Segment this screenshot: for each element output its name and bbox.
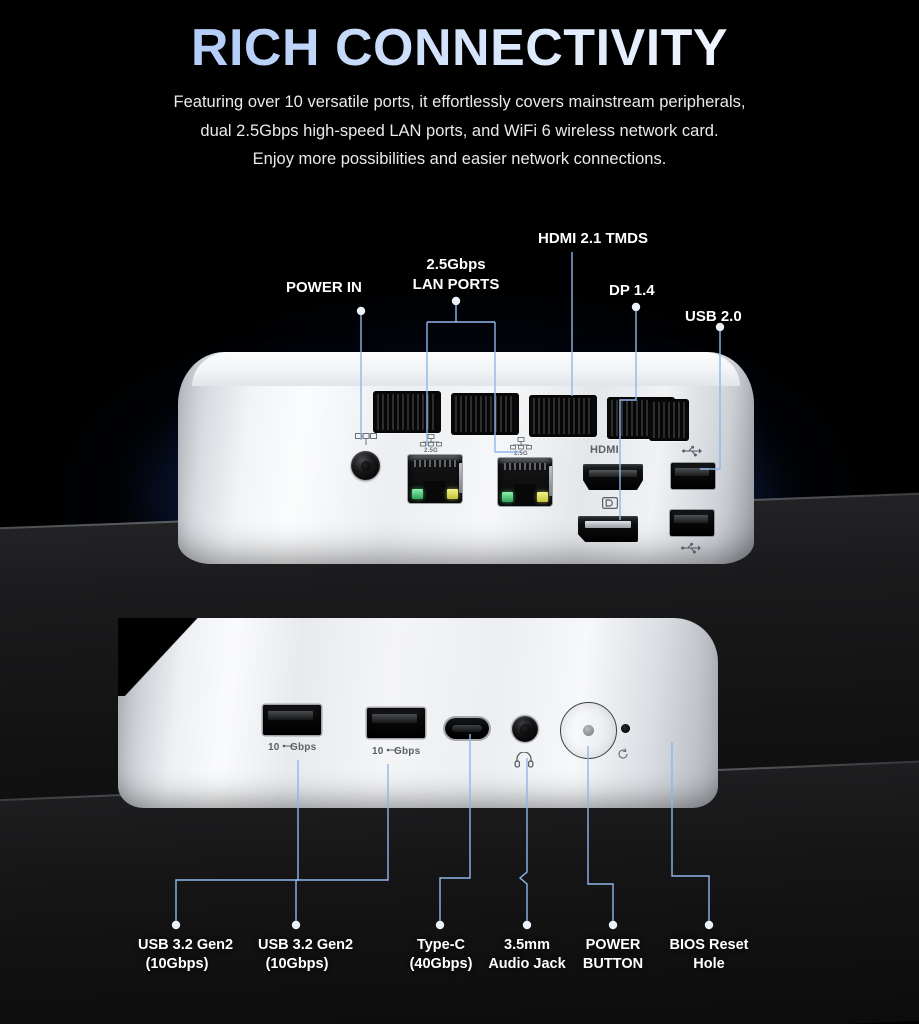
leader-dot-audio [522, 920, 532, 930]
type-c-port[interactable] [445, 718, 489, 739]
displayport-port[interactable] [578, 516, 638, 542]
displayport-logo-icon [602, 497, 618, 509]
subtitle-line-3: Enjoy more possibilities and easier netw… [252, 149, 667, 168]
callout-power-in: POWER IN [286, 278, 362, 298]
vent-grille-5 [649, 399, 689, 441]
page-subtitle: Featuring over 10 versatile ports, it ef… [0, 88, 919, 173]
callout-audio-line-1: 3.5mm [504, 937, 550, 953]
usb-3-2-port-2[interactable] [367, 708, 425, 738]
callout-power-button-line-1: POWER [585, 937, 641, 953]
callout-typec: Type-C (40Gbps) [402, 936, 480, 974]
usb-trident-icon-bottom [681, 542, 701, 554]
svg-text:10: 10 [372, 746, 384, 756]
svg-text:Gbps: Gbps [290, 742, 317, 752]
callout-bios-line-1: BIOS Reset [669, 937, 749, 953]
leader-dot-power-in [356, 306, 366, 316]
usb-2-0-port-top[interactable] [671, 463, 715, 489]
usb-3-2-port-1-mark: 10 Gbps [268, 740, 320, 752]
dc-power-jack[interactable] [351, 451, 380, 480]
callout-usb32-2: USB 3.2 Gen2 (10Gbps) [258, 936, 354, 974]
callout-audio: 3.5mm Audio Jack [488, 936, 566, 974]
front-unit-bevel [118, 618, 238, 696]
mini-pc-rear-unit: 2.5G 2.5G HDMI [178, 352, 754, 580]
svg-text:10: 10 [268, 742, 280, 752]
callout-audio-line-2: Audio Jack [488, 955, 566, 972]
callout-usb32-1-line-2: (10Gbps) [145, 955, 209, 972]
header: RICH CONNECTIVITY Featuring over 10 vers… [0, 0, 919, 173]
page-title: RICH CONNECTIVITY [0, 0, 919, 76]
callout-power-button: POWER BUTTON [574, 936, 652, 974]
leader-dot-usb32-2 [291, 920, 301, 930]
callout-power-button-line-2: BUTTON [582, 955, 644, 972]
callout-usb20-line-1: USB 2.0 [685, 308, 742, 325]
lan-port-2[interactable] [498, 458, 552, 506]
subtitle-line-1: Featuring over 10 versatile ports, it ef… [173, 93, 746, 112]
svg-text:2.5G: 2.5G [514, 451, 528, 455]
callout-bios: BIOS Reset Hole [662, 936, 756, 974]
hdmi-label-mark: HDMI [590, 444, 619, 456]
power-button[interactable] [560, 702, 617, 759]
reset-icon [616, 748, 630, 760]
callout-usb20: USB 2.0 [685, 307, 742, 327]
lan-port-1[interactable] [408, 455, 462, 503]
callout-usb32-2-line-2: (10Gbps) [265, 955, 329, 972]
dc-power-icon [355, 432, 377, 446]
usb-trident-icon-top [682, 445, 702, 457]
callout-typec-line-1: Type-C [416, 937, 466, 953]
leader-dot-powerbtn [608, 920, 618, 930]
bios-reset-hole[interactable] [621, 724, 630, 733]
vent-grille-3 [529, 395, 597, 437]
leader-dot-usb32-1 [171, 920, 181, 930]
callout-bios-line-2: Hole [693, 955, 725, 972]
leader-dot-dp [631, 302, 641, 312]
usb-3-2-port-2-mark: 10 Gbps [372, 744, 424, 756]
hdmi-port[interactable] [583, 464, 643, 490]
rear-unit-chassis [178, 352, 754, 564]
callout-hdmi-line-1: HDMI 2.1 TMDS [538, 230, 649, 247]
usb-3-2-port-1[interactable] [263, 705, 321, 735]
callout-lan-line-1: 2.5Gbps [426, 256, 486, 273]
audio-jack-port[interactable] [512, 716, 538, 742]
rear-unit-top-face [192, 352, 740, 386]
leader-dot-lan [451, 296, 461, 306]
subtitle-line-2: dual 2.5Gbps high-speed LAN ports, and W… [200, 121, 719, 140]
headphone-icon [514, 752, 534, 768]
callout-usb32-1-line-1: USB 3.2 Gen2 [138, 937, 234, 953]
usb-2-0-port-bottom[interactable] [670, 510, 714, 536]
leader-dot-bios [704, 920, 714, 930]
lan-2-mark: 2.5G [508, 437, 534, 455]
callout-lan-ports: 2.5Gbps LAN PORTS [410, 255, 502, 294]
svg-text:2.5G: 2.5G [424, 448, 438, 452]
callout-power-in-line-1: POWER IN [286, 279, 362, 296]
callout-lan-line-2: LAN PORTS [412, 275, 500, 293]
callout-hdmi: HDMI 2.1 TMDS [538, 229, 648, 249]
leader-dot-typec [435, 920, 445, 930]
callout-usb32-1: USB 3.2 Gen2 (10Gbps) [138, 936, 234, 974]
callout-dp-line-1: DP 1.4 [609, 282, 655, 299]
callout-dp: DP 1.4 [609, 281, 655, 301]
vent-grille-1 [373, 391, 441, 433]
svg-text:Gbps: Gbps [394, 746, 421, 756]
lan-1-mark: 2.5G [418, 434, 444, 452]
callout-typec-line-2: (40Gbps) [409, 955, 473, 972]
mini-pc-front-unit: 10 Gbps 10 Gbps [118, 618, 718, 820]
callout-usb32-2-line-1: USB 3.2 Gen2 [258, 937, 354, 953]
vent-grille-2 [451, 393, 519, 435]
